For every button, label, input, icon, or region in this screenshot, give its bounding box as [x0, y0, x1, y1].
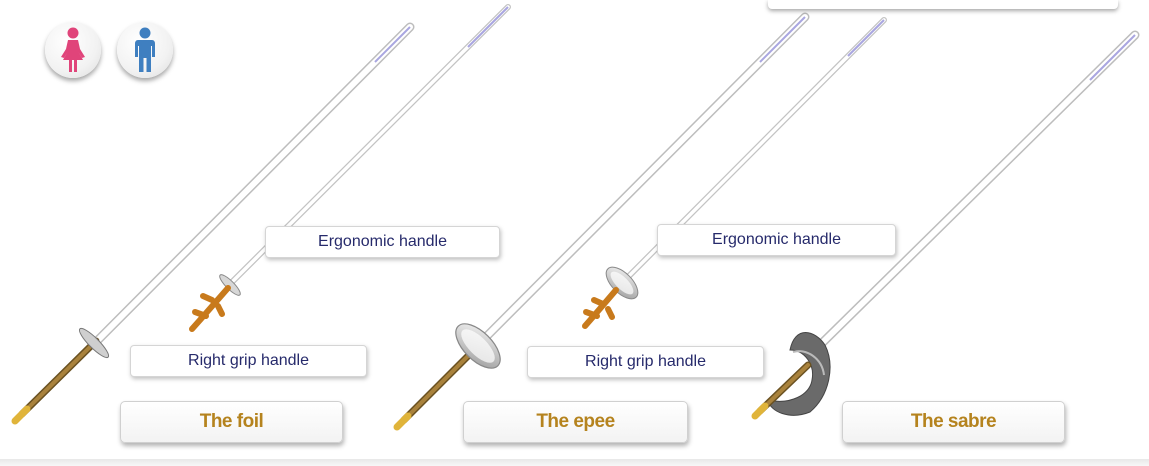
foil-ergonomic-weapon: [189, 4, 511, 332]
male-figure-icon: [135, 27, 155, 72]
floor-strip: [0, 459, 1149, 466]
sabre-weapon: [751, 30, 1140, 420]
top-panel-edge: [768, 0, 1118, 9]
foil-button[interactable]: The foil: [120, 401, 343, 443]
male-button[interactable]: [117, 22, 173, 78]
female-button[interactable]: [45, 22, 101, 78]
epee-right-grip-handle-label: Right grip handle: [527, 346, 764, 378]
sabre-button[interactable]: The sabre: [842, 401, 1065, 443]
foil-ergonomic-handle-label: Ergonomic handle: [265, 226, 500, 258]
epee-weapon: [393, 12, 810, 431]
female-figure-icon: [61, 27, 85, 72]
foil-weapon: [11, 22, 415, 425]
foil-right-grip-handle-label: Right grip handle: [130, 345, 367, 377]
epee-ergonomic-weapon: [582, 17, 887, 329]
epee-ergonomic-handle-label: Ergonomic handle: [657, 224, 896, 256]
epee-button[interactable]: The epee: [463, 401, 688, 443]
